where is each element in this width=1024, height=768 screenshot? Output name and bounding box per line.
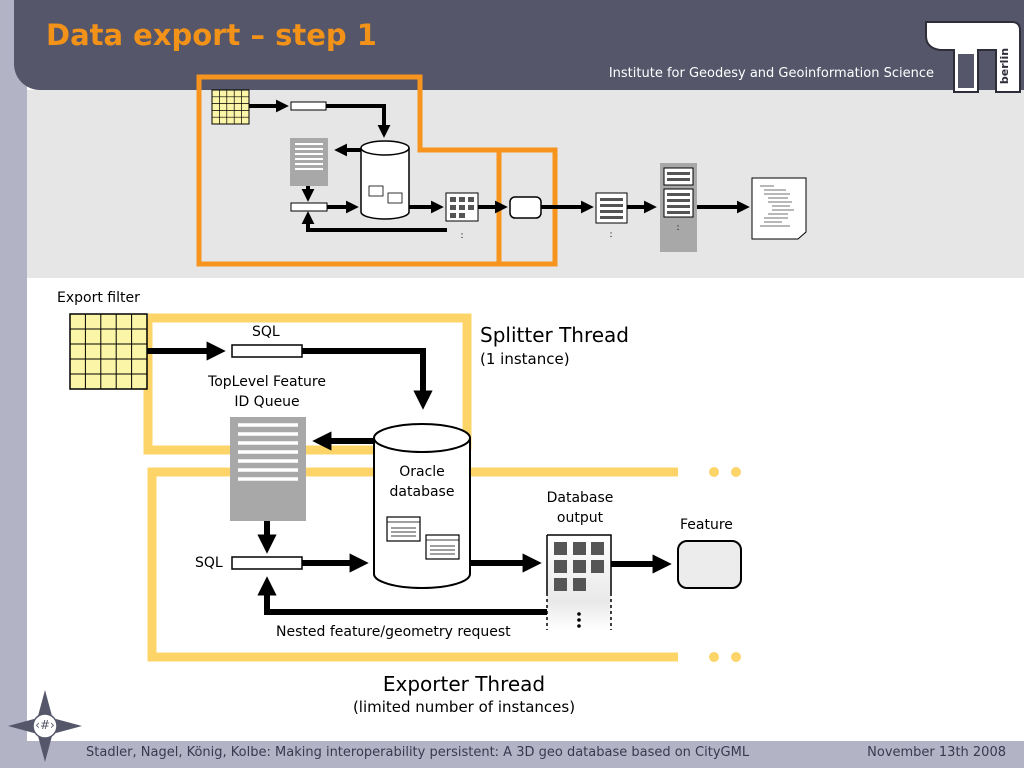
exporter-thread-title: Exporter Thread	[382, 672, 546, 696]
header-bar	[14, 0, 1024, 90]
export-filter-grid	[69, 313, 148, 390]
institute-name: Institute for Geodesy and Geoinformation…	[608, 66, 934, 81]
id-queue-label-line2: ID Queue	[234, 394, 300, 410]
exporter-thread-subtitle: (limited number of instances)	[352, 698, 576, 716]
overview-splitter-frame	[196, 74, 558, 267]
overview-diagram: : : :	[196, 74, 807, 267]
left-rail	[0, 0, 27, 768]
mini-filter-grid	[211, 89, 250, 125]
nested-request-label: Nested feature/geometry request	[276, 624, 511, 640]
id-queue	[230, 417, 306, 521]
table-icon	[425, 534, 460, 560]
mini-sql-box	[290, 101, 327, 111]
mini-writer-queue: :	[595, 192, 628, 240]
footer-bar	[0, 741, 1024, 768]
mini-oracle-db	[360, 140, 410, 220]
tu-berlin-logo: berlin	[925, 21, 1021, 93]
slide-title: Data export – step 1	[46, 18, 377, 52]
oracle-label-line2: database	[389, 484, 455, 500]
oracle-label-line1: Oracle	[399, 464, 445, 480]
svg-text::: :	[460, 231, 463, 241]
continuation-dots	[709, 467, 741, 662]
mini-sql-box-2	[290, 202, 328, 212]
main-diagram	[69, 313, 742, 662]
mini-document-icon	[751, 177, 807, 240]
mini-writer-stack: :	[660, 163, 697, 252]
mini-id-queue	[290, 138, 328, 186]
svg-text::: :	[676, 223, 679, 233]
feature-label: Feature	[680, 517, 733, 533]
logo-text: berlin	[998, 48, 1011, 84]
overview-band	[27, 90, 1024, 278]
id-queue-label-line1: TopLevel Feature	[208, 374, 326, 390]
mini-db-output: :	[445, 192, 479, 241]
navigation-compass[interactable]	[8, 690, 82, 762]
db-output-label-line2: output	[556, 510, 604, 526]
sql-label-bottom: SQL	[195, 555, 223, 571]
footer-date: November 13th 2008	[867, 745, 1006, 760]
sql-box-bottom	[231, 556, 303, 570]
splitter-thread-frame	[148, 313, 472, 450]
mini-feature	[509, 196, 542, 219]
footer-citation: Stadler, Nagel, König, Kolbe: Making int…	[86, 745, 750, 760]
db-output-label-line1: Database	[546, 490, 614, 506]
splitter-thread-title: Splitter Thread	[480, 323, 630, 347]
sql-label-top: SQL	[252, 324, 280, 340]
database-output	[546, 534, 612, 630]
table-icon	[386, 516, 421, 542]
page-number: ‹#›	[35, 718, 55, 732]
feature-box	[677, 540, 742, 589]
svg-text::: :	[609, 230, 612, 240]
export-filter-label: Export filter	[57, 290, 140, 306]
sql-box-top	[231, 344, 303, 358]
splitter-thread-subtitle: (1 instance)	[480, 350, 570, 368]
oracle-database	[373, 423, 471, 589]
